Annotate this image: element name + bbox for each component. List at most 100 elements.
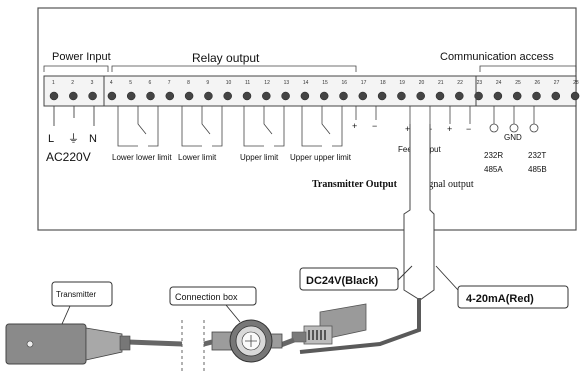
plus-symbol-3: +	[447, 124, 452, 134]
terminal-screw	[474, 91, 483, 101]
dc24v-callout-leader	[397, 265, 413, 281]
terminal-number: 28	[573, 80, 579, 86]
terminal-screw	[512, 91, 522, 101]
relay-label-lower: Lower limit	[178, 153, 217, 162]
terminal-screw	[184, 91, 194, 101]
terminal-number: 21	[438, 80, 444, 86]
terminal-number: 4	[110, 80, 113, 86]
terminal-number: 16	[342, 80, 348, 86]
comm-485b-label: 485B	[528, 165, 547, 174]
terminal-number: 1	[52, 80, 55, 86]
transmitter-output-label: Transmitter Output	[312, 179, 398, 190]
terminal-screw	[319, 91, 329, 101]
terminal-screw	[126, 91, 136, 101]
terminal-number: 5	[129, 80, 132, 86]
terminal-screw	[204, 91, 213, 101]
relay-contacts	[117, 106, 343, 147]
relay-contact-3	[243, 106, 285, 147]
transmitter-callout-leader	[61, 305, 71, 325]
connection-box-callout	[169, 286, 257, 306]
live-label: L	[48, 133, 54, 145]
terminal-screw	[281, 91, 290, 101]
terminal-number: 17	[361, 80, 367, 86]
relay-contact-2	[181, 106, 223, 147]
cable-plug	[291, 303, 367, 345]
terminal-number: 26	[535, 80, 541, 86]
terminal-screw	[551, 91, 561, 101]
transmitter-cable	[127, 339, 213, 347]
plus-symbol-1: +	[352, 121, 357, 131]
terminal-screw	[493, 91, 503, 101]
terminal-number: 19	[399, 80, 405, 86]
comm-terminal-ring-3	[529, 123, 539, 133]
terminal-screw	[435, 91, 445, 101]
gnd-label: GND	[504, 133, 522, 142]
terminal-number: 23	[477, 80, 483, 86]
terminal-screw	[223, 91, 232, 101]
terminal-screw	[242, 91, 252, 101]
terminal-number: 7	[168, 80, 171, 86]
power-bracket	[43, 65, 109, 72]
relay-label-lower-lower: Lower lower limit	[112, 153, 172, 162]
terminal-screw	[107, 91, 117, 101]
terminal-number: 15	[322, 80, 328, 86]
terminal-screw	[88, 91, 97, 101]
voltage-label: AC220V	[46, 150, 91, 164]
communication-access-label: Communication access	[440, 51, 554, 63]
terminal-strip	[43, 75, 577, 107]
terminal-number: 14	[303, 80, 309, 86]
transmitter-icon	[5, 323, 131, 365]
terminal-number: 18	[380, 80, 386, 86]
relay-contact-4	[301, 106, 343, 147]
signal-output-label: Signal output	[420, 179, 474, 190]
minus-symbol-3: −	[466, 124, 471, 134]
comm-232r-label: 232R	[484, 151, 503, 160]
signal-callout-leader	[435, 265, 459, 291]
terminal-screw	[300, 91, 310, 101]
connection-box-label: Connection box	[175, 292, 238, 302]
terminal-screw	[339, 91, 348, 101]
comm-terminal-ring-1	[489, 123, 499, 133]
terminal-number: 9	[206, 80, 209, 86]
connection-box-callout-leader	[225, 304, 241, 323]
neutral-label: N	[89, 133, 97, 145]
communication-bracket	[479, 65, 577, 72]
terminal-screw	[416, 91, 425, 101]
terminal-screw	[455, 91, 464, 101]
terminal-number: 25	[515, 80, 521, 86]
terminal-screw	[358, 91, 368, 101]
transmitter-callout	[51, 281, 113, 307]
terminal-number: 12	[264, 80, 270, 86]
minus-symbol-1: −	[372, 121, 377, 131]
terminal-number: 27	[554, 80, 560, 86]
terminal-screw	[69, 91, 78, 101]
terminal-screw	[532, 91, 541, 101]
terminal-number: 3	[91, 80, 94, 86]
comm-terminal-ring-2	[509, 123, 519, 133]
transmitter-label: Transmitter	[56, 290, 96, 299]
plus-symbol-2: +	[405, 124, 410, 134]
terminal-screw	[165, 91, 175, 101]
terminal-number: 8	[187, 80, 190, 86]
terminal-screw	[146, 91, 155, 101]
terminal-number: 2	[71, 80, 74, 86]
earth-symbol: ⏚	[68, 132, 79, 145]
output-cable	[299, 298, 421, 354]
terminal-screw	[397, 91, 406, 101]
relay-bracket	[111, 65, 357, 72]
comm-232t-label: 232T	[528, 151, 546, 160]
terminal-number: 24	[496, 80, 502, 86]
terminal-number: 11	[245, 80, 250, 86]
terminal-screw	[570, 91, 580, 101]
relay-contact-1	[117, 106, 159, 147]
signal-callout	[457, 285, 569, 309]
terminal-number: 13	[284, 80, 290, 86]
comm-485a-label: 485A	[484, 165, 503, 174]
terminal-number: 20	[419, 80, 425, 86]
terminal-screw	[377, 91, 387, 101]
terminal-screw	[49, 91, 59, 101]
terminal-number: 6	[149, 80, 152, 86]
